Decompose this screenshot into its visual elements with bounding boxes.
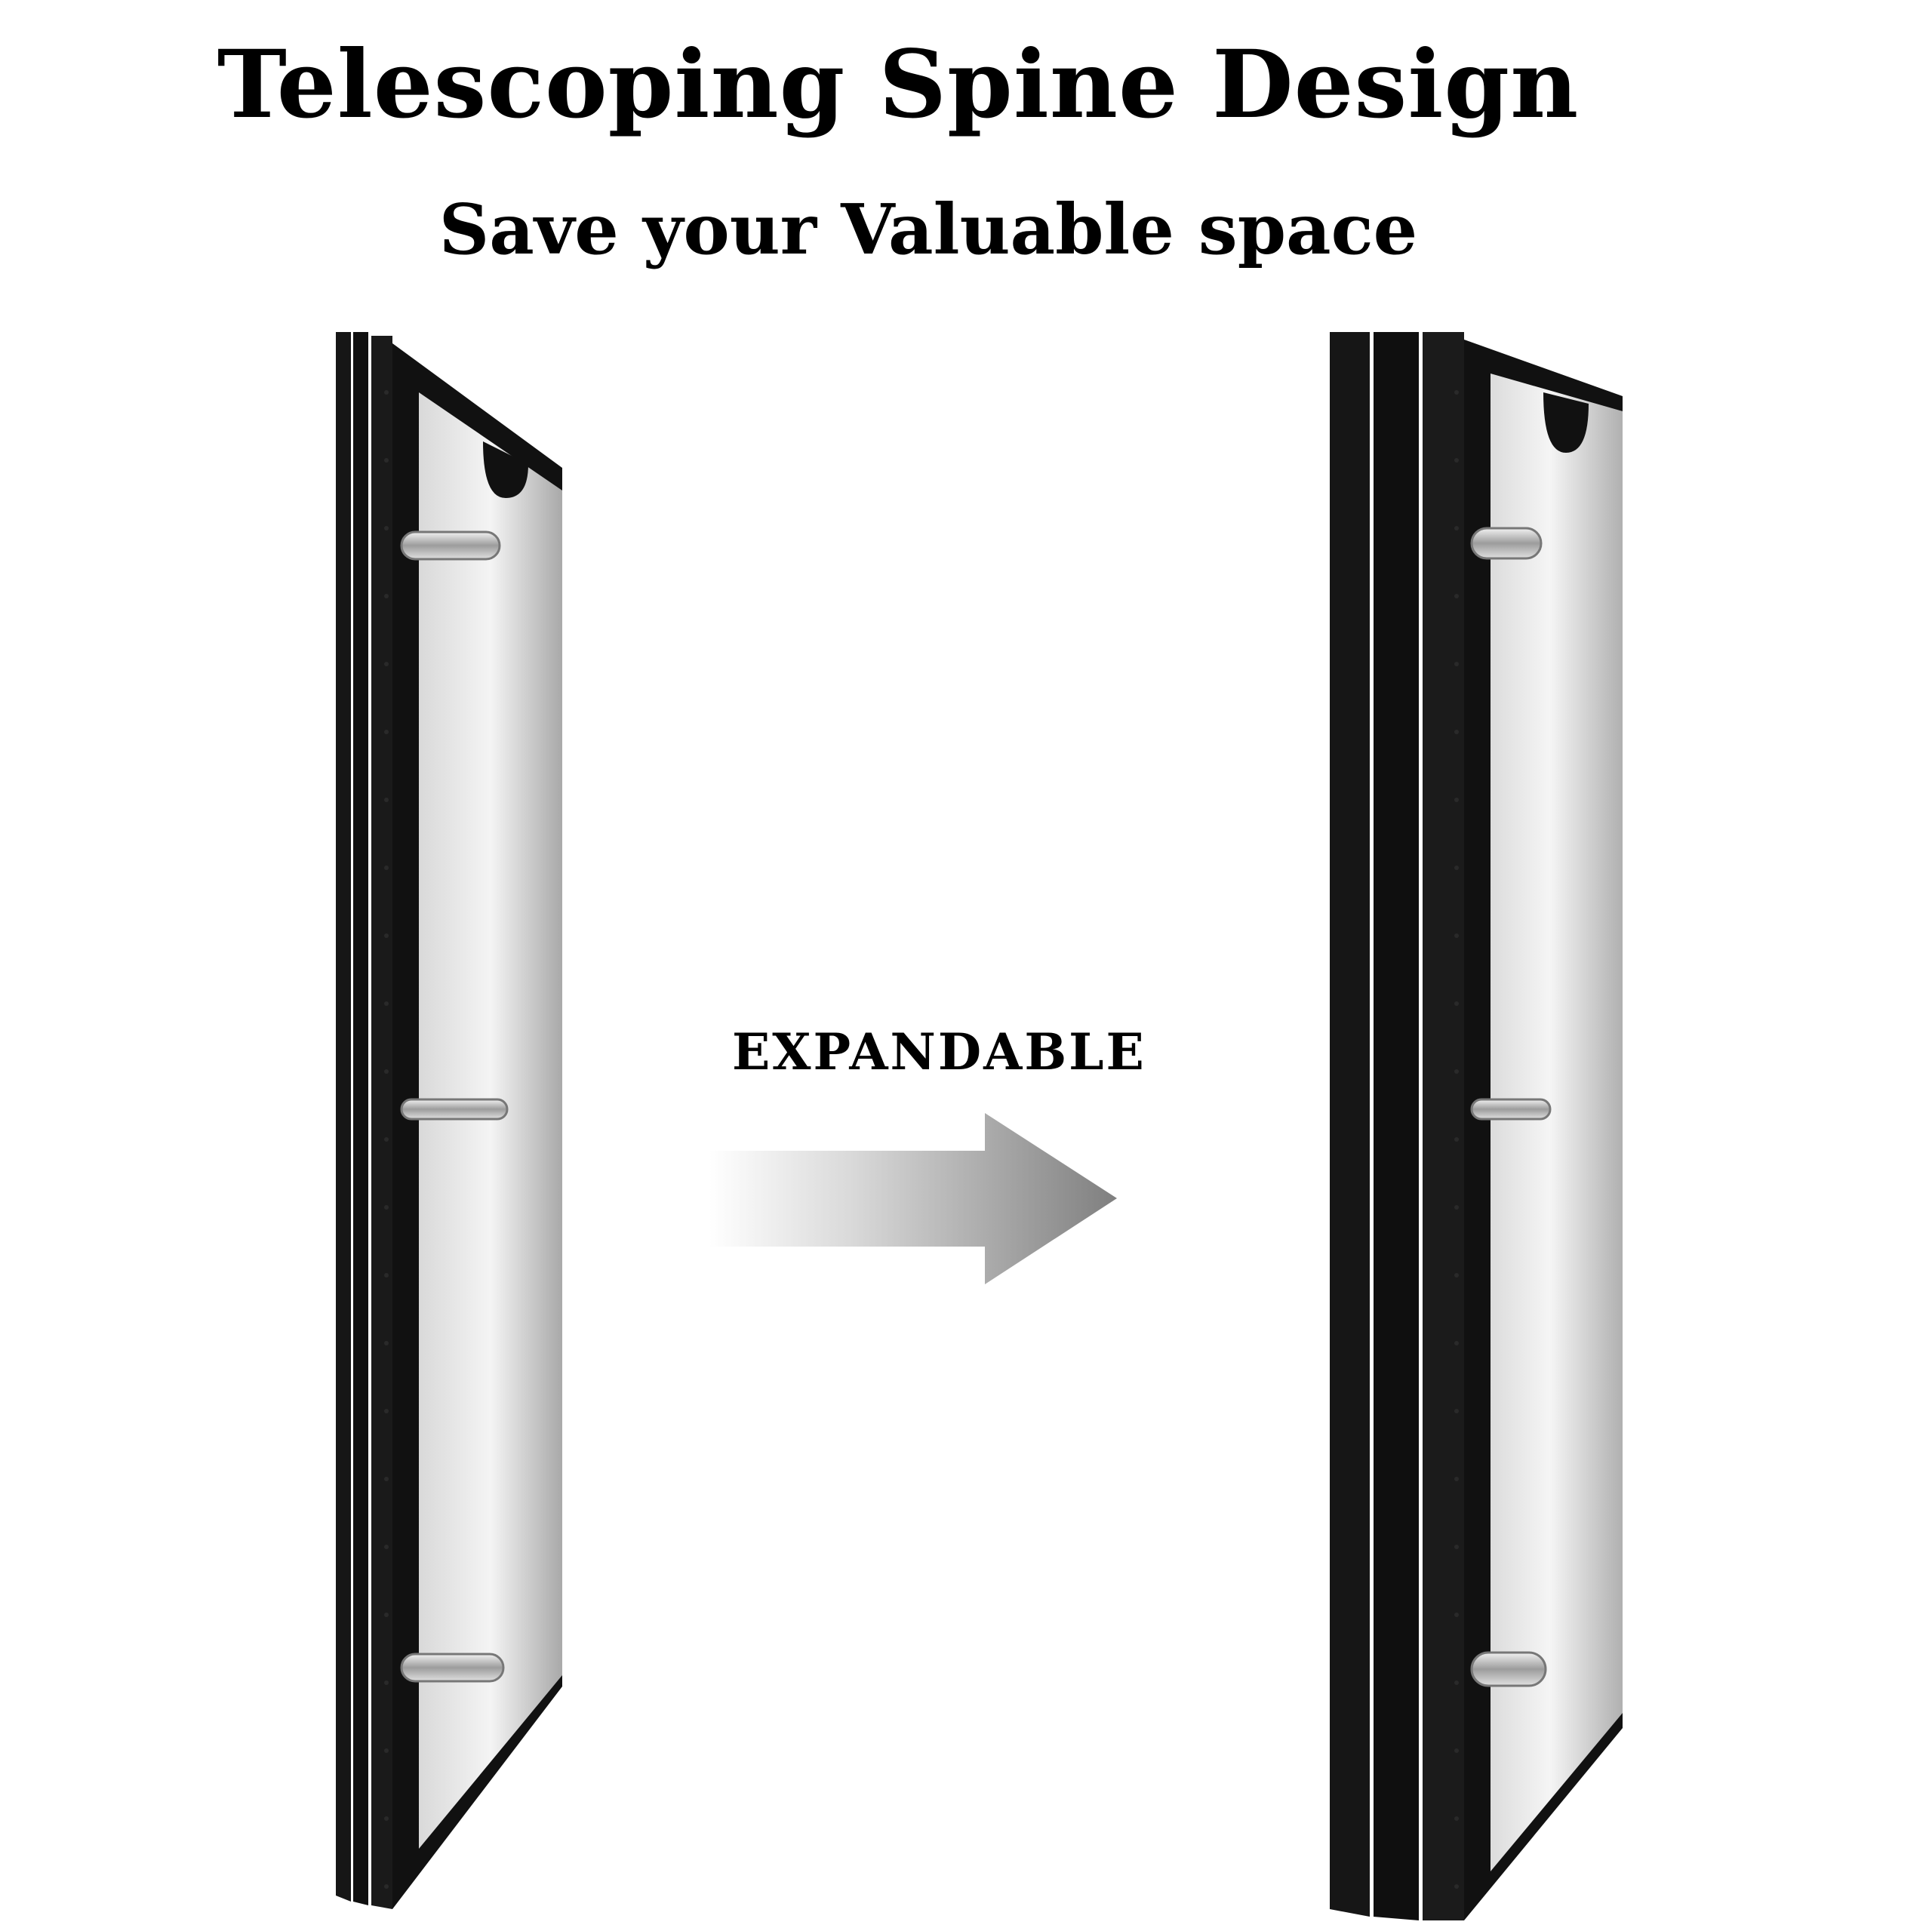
- spine-holes: [1454, 390, 1459, 1889]
- spine-mid-layer: [1374, 332, 1419, 1920]
- spine-back-layer: [336, 332, 351, 1902]
- expandable-label: EXPANDABLE: [732, 1022, 1146, 1081]
- pages: [1491, 374, 1623, 1871]
- pages: [419, 392, 562, 1849]
- spine-front-layer: [1423, 332, 1464, 1920]
- subheadline: Save your Valuable space: [438, 189, 1418, 270]
- spine-back-layer: [1330, 332, 1370, 1917]
- binder-rings: [1470, 527, 1552, 1687]
- spine-front-layer: [371, 336, 392, 1909]
- binder-rings: [400, 530, 509, 1683]
- spine-holes: [384, 390, 389, 1889]
- headline: Telescoping Spine Design: [217, 30, 1580, 140]
- tab-cutout: [1543, 392, 1589, 453]
- tab-cutout: [483, 441, 528, 498]
- spine-mid-layer: [353, 332, 368, 1905]
